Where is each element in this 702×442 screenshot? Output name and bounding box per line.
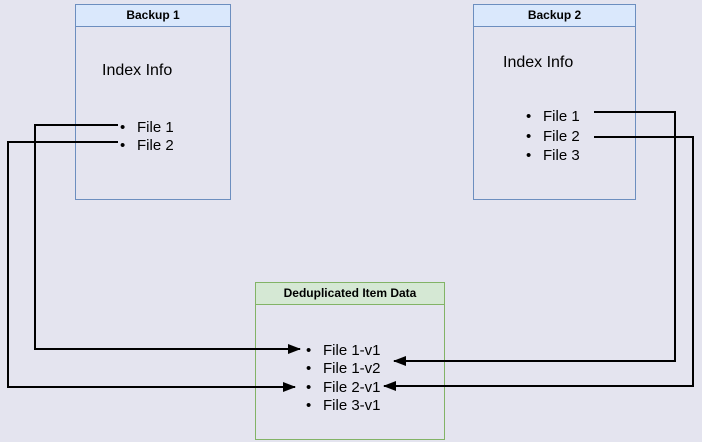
bullet-icon: • (526, 146, 532, 164)
dedup-item-file3v1-label: File 3-v1 (323, 396, 381, 414)
dedup-item-file1v2-label: File 1-v2 (323, 359, 381, 377)
backup1-index-info-label: Index Info (102, 62, 173, 79)
dedup-item-file1v1-label: File 1-v1 (323, 341, 381, 359)
bullet-icon: • (306, 396, 312, 414)
bullet-icon: • (526, 107, 532, 125)
backup2-index-info-label: Index Info (503, 54, 574, 71)
backup2-file-2-label: File 2 (543, 127, 580, 145)
bullet-icon: • (526, 127, 532, 145)
bullet-icon: • (306, 341, 312, 359)
backup1-header: Backup 1 (76, 5, 230, 27)
dedup-item-file2v1: • File 2-v1 (306, 378, 381, 396)
dedup-item-file1v1: • File 1-v1 (306, 341, 381, 359)
backup2-file-3: • File 3 (526, 146, 580, 164)
backup1-title: Backup 1 (126, 8, 180, 22)
backup2-header: Backup 2 (474, 5, 635, 27)
dedup-box: Deduplicated Item Data • File 1-v1 • Fil… (255, 282, 445, 440)
dedup-item-file2v1-label: File 2-v1 (323, 378, 381, 396)
backup1-file-2: • File 2 (120, 136, 174, 154)
backup2-file-2: • File 2 (526, 127, 580, 145)
bullet-icon: • (120, 136, 126, 154)
dedup-item-file1v2: • File 1-v2 (306, 359, 381, 377)
dedup-header: Deduplicated Item Data (256, 283, 444, 305)
backup2-title: Backup 2 (527, 8, 582, 22)
backup2-file-1: • File 1 (526, 107, 580, 125)
backup2-box: Backup 2 Index Info • File 1 • File 2 • … (473, 4, 636, 200)
backup1-file-1-label: File 1 (137, 118, 174, 136)
bullet-icon: • (306, 378, 312, 396)
dedup-item-file3v1: • File 3-v1 (306, 396, 381, 414)
backup1-box: Backup 1 Index Info • File 1 • File 2 (75, 4, 231, 200)
bullet-icon: • (120, 118, 126, 136)
dedup-title: Deduplicated Item Data (283, 286, 417, 300)
backup1-file-1: • File 1 (120, 118, 174, 136)
bullet-icon: • (306, 359, 312, 377)
backup2-file-1-label: File 1 (543, 107, 580, 125)
backup2-file-3-label: File 3 (543, 146, 580, 164)
backup1-file-2-label: File 2 (137, 136, 174, 154)
